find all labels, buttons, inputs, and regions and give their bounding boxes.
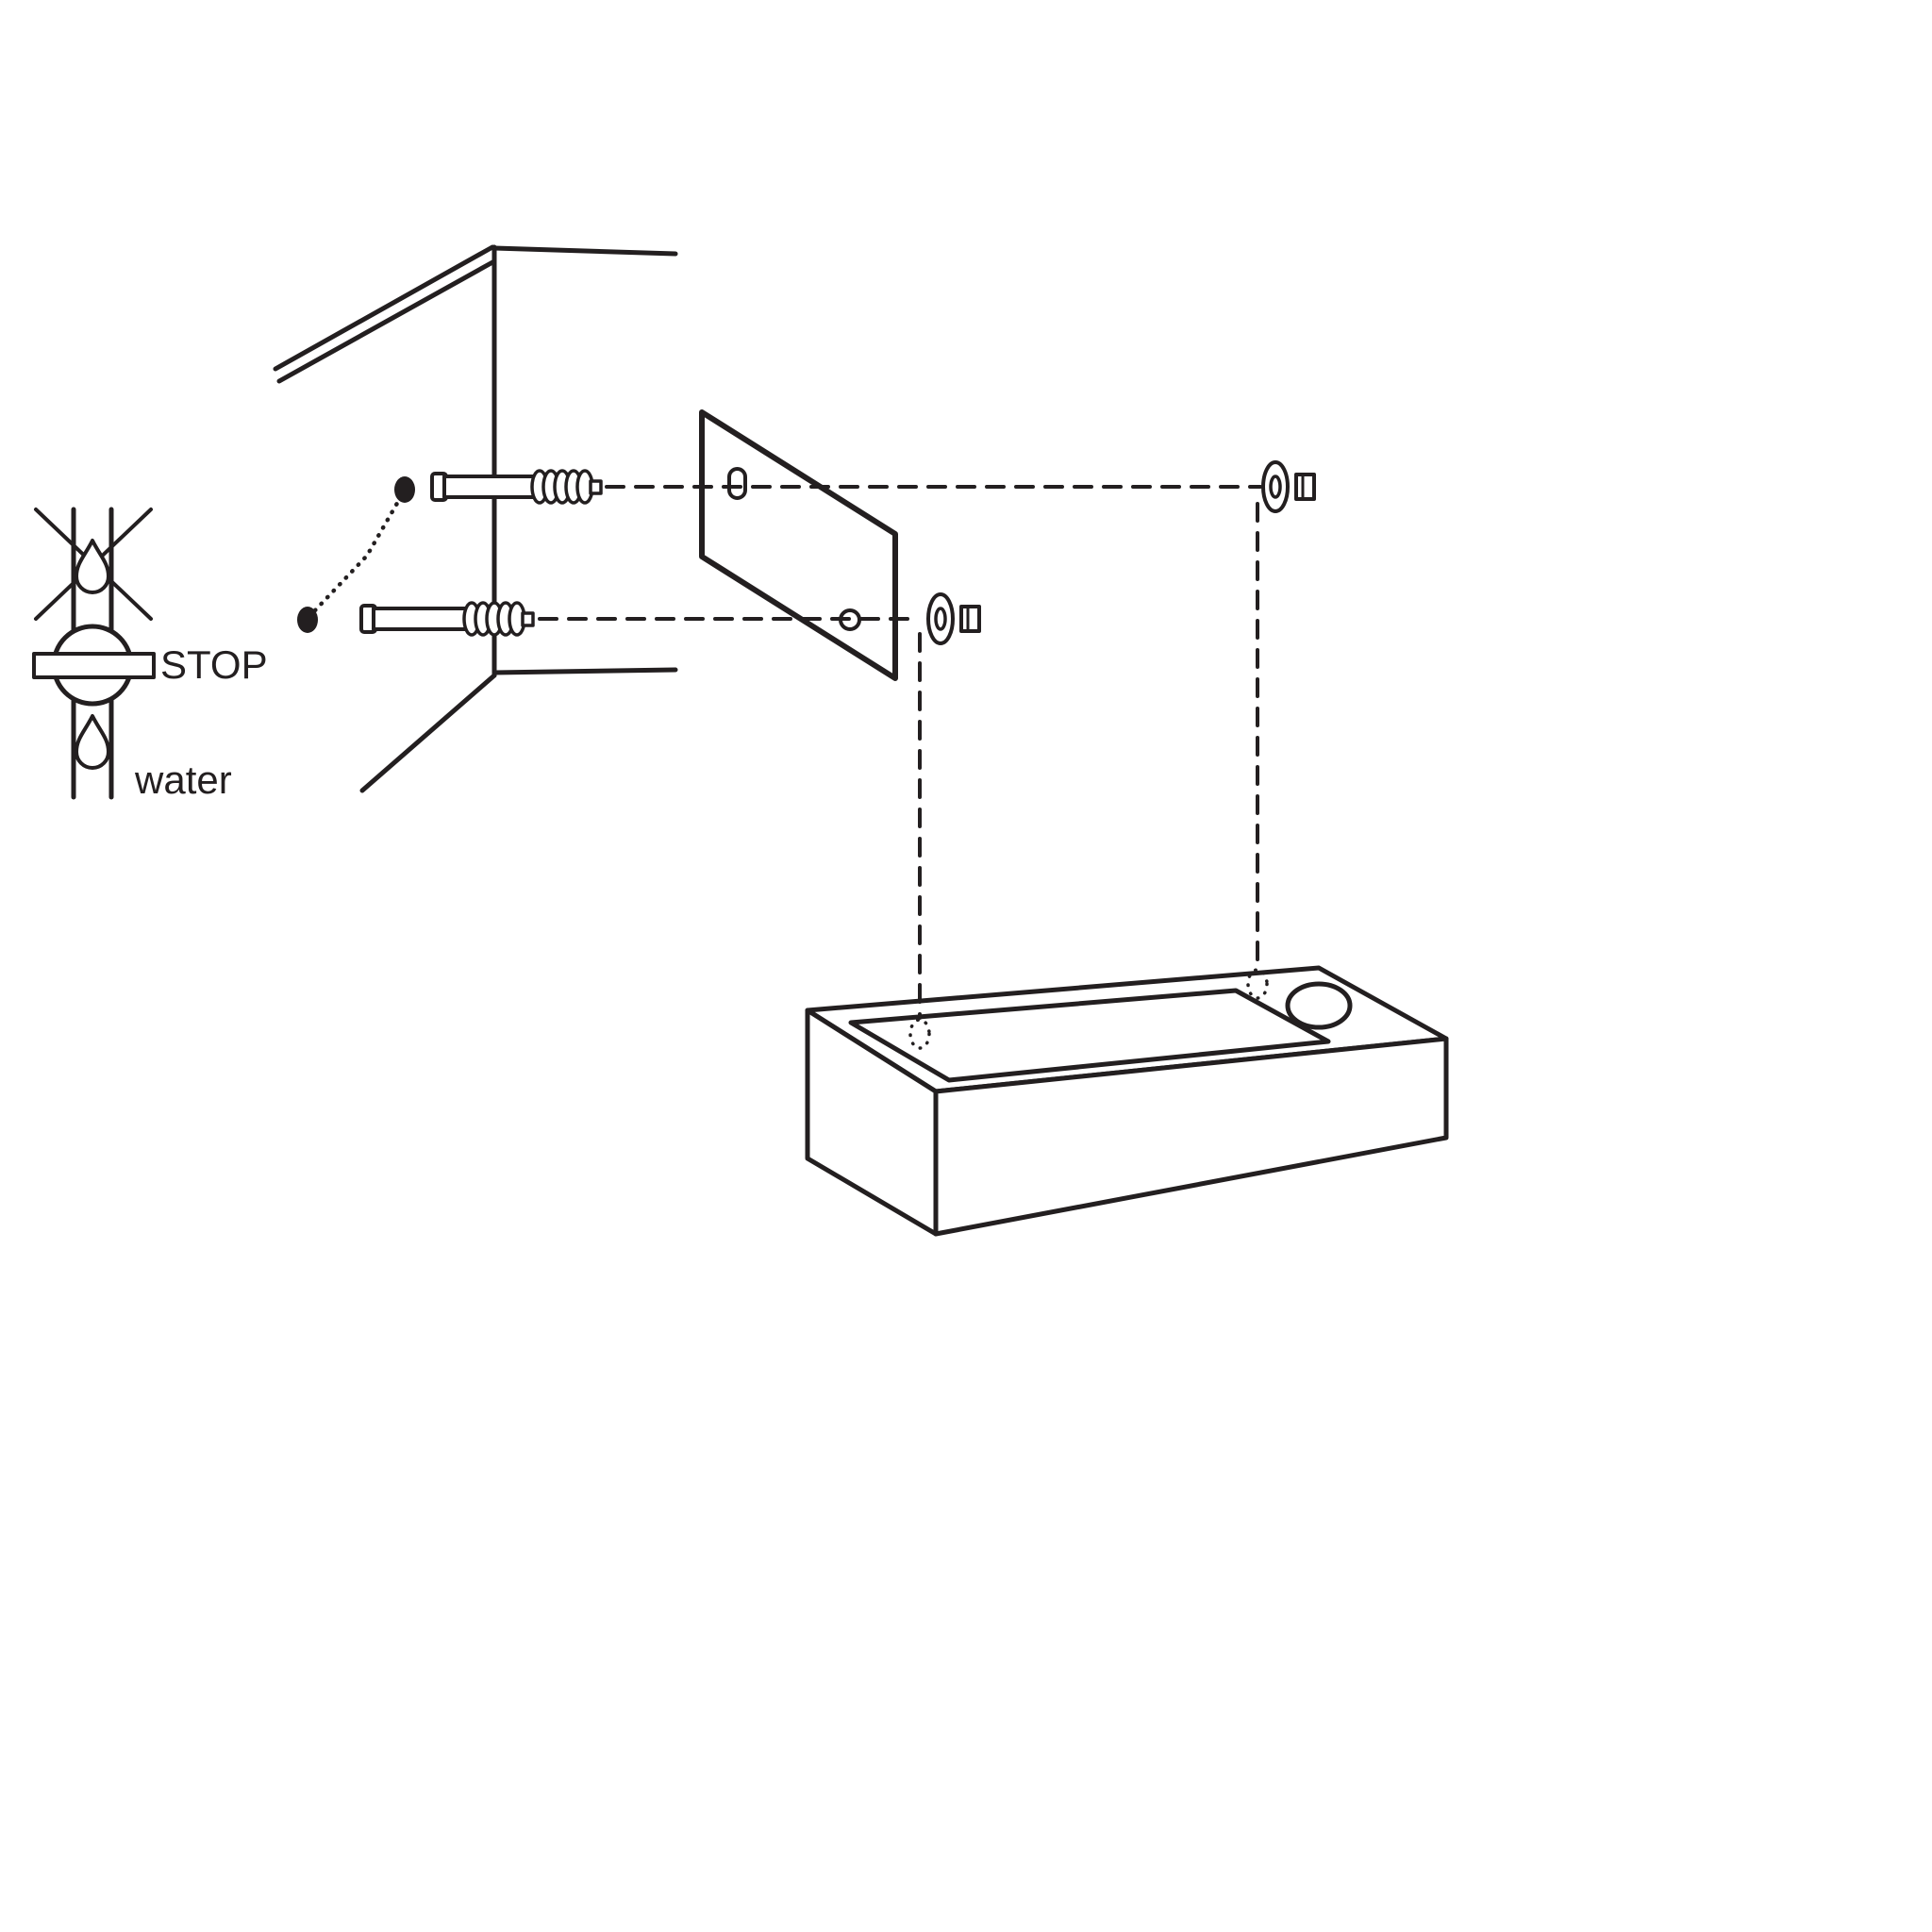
washer-lower-outer	[926, 592, 955, 645]
wall-anchor-lower	[359, 601, 535, 637]
wall-bottom-right-edge	[491, 667, 678, 675]
anchor-lower-body	[372, 607, 468, 631]
drill-hole-mark-lower	[297, 607, 318, 633]
wall-top-left-edge-outer	[273, 244, 495, 372]
alignment-dashed-lines	[538, 485, 1262, 1020]
water-drop-bottom-icon	[75, 714, 110, 770]
anchor-upper-body	[442, 475, 539, 499]
wall-corner	[273, 244, 678, 793]
mounting-plate	[699, 409, 898, 681]
water-shutoff-symbol: STOP water	[32, 507, 268, 802]
nut-upper	[1294, 473, 1316, 501]
mounting-plate-outline	[699, 409, 898, 681]
basin-front-face	[933, 1036, 1449, 1237]
washer-upper-inner	[1269, 475, 1282, 499]
wall-hung-basin	[805, 965, 1449, 1237]
washer-lower-inner	[934, 607, 947, 631]
wall-bottom-left-edge	[359, 673, 497, 793]
washer-nut-lower	[926, 592, 981, 645]
stop-label: STOP	[160, 642, 268, 687]
wall-anchor-upper	[430, 469, 603, 505]
basin-tap-hole	[1285, 981, 1353, 1030]
anchor-upper-tip	[589, 479, 603, 495]
valve-handle-bar	[32, 652, 156, 679]
basin-inner-recess	[848, 988, 1331, 1083]
mounting-plate-slot-hole	[727, 467, 747, 500]
basin-mount-hole-right	[1246, 968, 1269, 1000]
drill-hole-mark-upper	[394, 476, 415, 503]
drill-hole-marks	[297, 476, 415, 633]
water-drop-top-icon	[75, 539, 110, 594]
nut-lower	[959, 605, 981, 633]
washer-nut-upper	[1261, 460, 1316, 513]
washer-upper-outer	[1261, 460, 1290, 513]
water-label: water	[134, 758, 232, 802]
drill-guide-dotted-line	[312, 497, 402, 613]
wall-top-right-edge	[491, 245, 678, 257]
wall-top-left-edge-inner	[276, 258, 497, 384]
anchor-lower-tip	[521, 611, 535, 627]
